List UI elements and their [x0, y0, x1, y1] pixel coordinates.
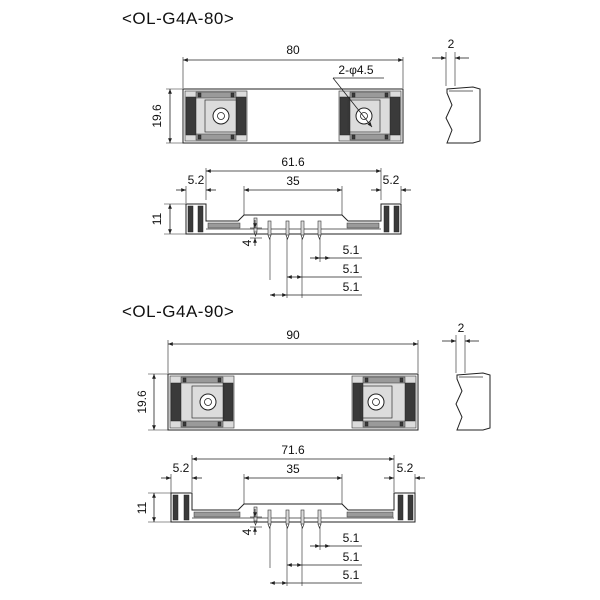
dim-left-edge-80: 5.2: [188, 173, 205, 187]
dim-length-80: 80: [286, 43, 300, 57]
front-view-80: 61.6 35 5.2 5.2 11: [150, 155, 411, 298]
dim-overall-80: 61.6: [281, 155, 305, 169]
dim-pin-length-90: 4: [240, 528, 254, 535]
hole-icon: [212, 107, 230, 125]
top-view-90: 90 19.6: [135, 328, 419, 431]
dim-height-90: 19.6: [135, 390, 149, 414]
front-view-90: 71.6 35 5.2 5.2 11: [135, 443, 425, 586]
side-view-80: 2: [432, 37, 481, 144]
title-ol-g4a-90: <OL-G4A-90>: [122, 302, 235, 321]
side-view-90: 2: [442, 321, 491, 431]
dim-pitch3-90: 5.1: [343, 568, 360, 582]
dim-left-edge-90: 5.2: [173, 461, 190, 475]
dim-pitch1-80: 5.1: [343, 243, 360, 257]
dim-inner-90: 35: [286, 462, 300, 476]
dim-overall-90: 71.6: [281, 443, 305, 457]
top-view-80: 80 19.6 2-φ4.5: [150, 43, 404, 144]
dim-height-80: 19.6: [150, 104, 164, 128]
dim-right-edge-80: 5.2: [383, 173, 400, 187]
dim-pitch2-80: 5.1: [343, 262, 360, 276]
dim-height-front-90: 11: [135, 501, 149, 514]
dim-pitch2-90: 5.1: [343, 550, 360, 564]
dim-thickness-90: 2: [458, 321, 465, 335]
dim-inner-80: 35: [286, 174, 300, 188]
dim-pitch3-80: 5.1: [343, 280, 360, 294]
dim-pitch1-90: 5.1: [343, 531, 360, 545]
label-hole-spec: 2-φ4.5: [338, 63, 373, 77]
dim-length-90: 90: [286, 328, 300, 342]
hole-icon: [367, 393, 385, 411]
dim-height-front-80: 11: [150, 212, 164, 225]
dim-right-edge-90: 5.2: [397, 461, 414, 475]
hole-icon: [199, 393, 217, 411]
dim-thickness-80: 2: [448, 37, 455, 51]
dim-pin-length-80: 4: [240, 239, 254, 246]
title-ol-g4a-80: <OL-G4A-80>: [122, 9, 235, 28]
